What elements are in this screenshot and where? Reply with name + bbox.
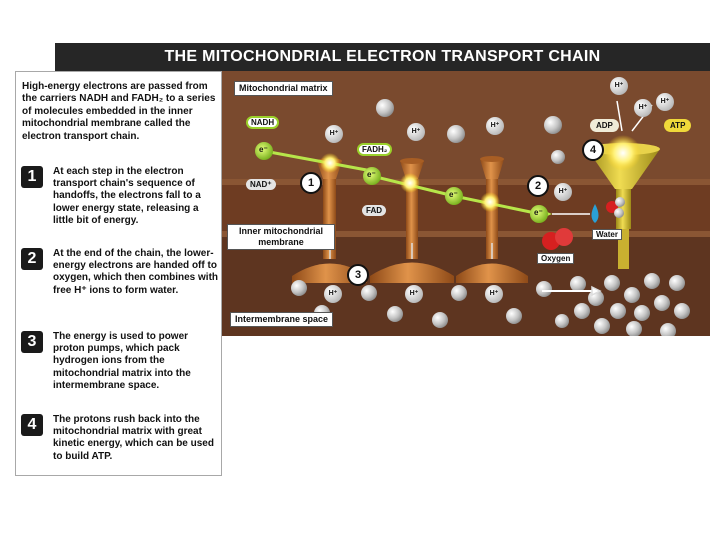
explanation-panel: High-energy electrons are passed from th…: [15, 71, 222, 476]
electron-label: e⁻: [259, 145, 268, 154]
marker-4: 4: [582, 139, 604, 161]
oxygen-molecule: [542, 228, 573, 250]
step-text: At the end of the chain, the lower-energ…: [53, 248, 219, 296]
intermembrane-label: Intermembrane space: [230, 312, 334, 327]
proton-pump-2: [370, 158, 454, 283]
step-text: The protons rush back into the mitochond…: [53, 414, 214, 462]
intermembrane-protons: [291, 273, 690, 336]
proton-h-plus: H⁺: [486, 117, 504, 135]
marker-3: 3: [347, 264, 369, 286]
proton-h-plus: H⁺: [610, 77, 628, 95]
step-text: The energy is used to power proton pumps…: [53, 331, 191, 391]
proton-h-plus: H⁺: [554, 183, 572, 201]
adp-label: ADP: [590, 119, 619, 132]
electron-label: e⁻: [534, 208, 543, 217]
page-title: THE MITOCHONDRIAL ELECTRON TRANSPORT CHA…: [55, 43, 710, 71]
water-label: Water: [592, 229, 622, 240]
marker-1: 1: [300, 172, 322, 194]
atp-synthase: [587, 135, 660, 269]
proton-h-plus: H⁺: [324, 285, 342, 303]
etc-diagram: Mitochondrial matrix Inner mitochondrial…: [222, 71, 710, 336]
proton-h-plus: H⁺: [407, 123, 425, 141]
step-number: 2: [21, 248, 43, 270]
matrix-protons: [376, 99, 565, 164]
atp-label: ATP: [664, 119, 692, 132]
proton-h-plus: H⁺: [325, 125, 343, 143]
water-molecule: [591, 197, 625, 223]
membrane-label-line2: membrane: [258, 237, 304, 247]
step-text: At each step in the electron transport c…: [53, 166, 201, 226]
step-number: 1: [21, 166, 43, 188]
step-number: 4: [21, 414, 43, 436]
membrane-label: Inner mitochondrial membrane: [227, 224, 335, 250]
membrane-label-line1: Inner mitochondrial: [238, 226, 323, 236]
fad-label: FAD: [362, 205, 386, 216]
electron-label: e⁻: [449, 190, 458, 199]
step-number: 3: [21, 331, 43, 353]
proton-h-plus: H⁺: [656, 93, 674, 111]
electron-label: e⁻: [367, 170, 376, 179]
electron-marks: [255, 142, 548, 223]
nad-label: NAD⁺: [246, 179, 276, 190]
electron-path: [263, 149, 552, 219]
fadh2-label: FADH₂: [357, 143, 393, 156]
nadh-label: NADH: [246, 116, 280, 129]
matrix-label: Mitochondrial matrix: [234, 81, 333, 96]
oxygen-label: Oxygen: [537, 253, 575, 264]
proton-h-plus: H⁺: [485, 285, 503, 303]
proton-h-plus: H⁺: [634, 99, 652, 117]
marker-2: 2: [527, 175, 549, 197]
proton-h-plus: H⁺: [405, 285, 423, 303]
intro-text: High-energy electrons are passed from th…: [22, 81, 216, 142]
